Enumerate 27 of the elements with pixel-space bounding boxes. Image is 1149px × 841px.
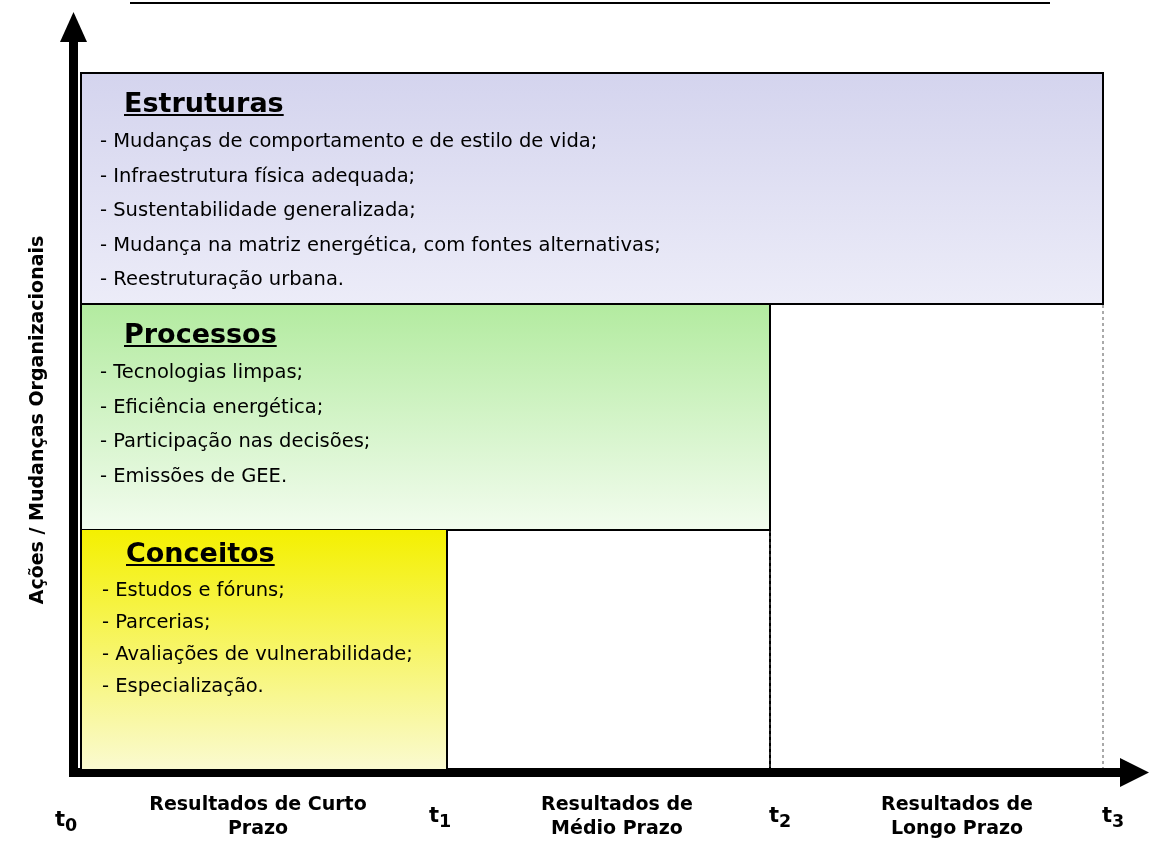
tick-label: t$_{2}$ (768, 802, 792, 834)
bullet-item: - Mudanças de comportamento e de estilo de vida; (100, 128, 599, 154)
category-panel (80, 72, 1104, 305)
bullet-item: - Participação nas decisões; (100, 428, 372, 454)
bullet-item: - Parcerias; (102, 609, 212, 635)
axis-category-label: Resultados de Longo Prazo (880, 791, 1034, 839)
bullet-item: - Emissões de GEE. (100, 462, 289, 489)
panel-heading: Processos (124, 317, 277, 351)
tick-label: t$_{1}$ (428, 802, 452, 834)
axis-category-label: Resultados de Curto Prazo (148, 791, 368, 839)
bullet-item: - Infraestrutura física adequada; (100, 162, 417, 189)
bullet-item: - Tecnologias limpas; (100, 359, 305, 385)
panel-heading: Conceitos (126, 536, 275, 570)
bullet-item: - Mudança na matriz energética, com fontes alternativas; (100, 231, 662, 258)
axis-category-label: Resultados de Médio Prazo (540, 791, 694, 839)
bullet-item: - Reestruturação urbana. (100, 266, 346, 292)
axis-title: Ações / Mudanças Organizacionais (24, 235, 48, 605)
bullet-item: - Estudos e fóruns; (102, 577, 286, 603)
bullet-item: - Sustentabilidade generalizada; (100, 197, 417, 223)
category-panel (80, 530, 448, 771)
bullet-item: - Eficiência energética; (100, 393, 325, 420)
tick-label: t$_{0}$ (54, 806, 78, 838)
panel-heading: Estruturas (124, 86, 284, 120)
category-panel (80, 305, 771, 531)
bullet-item: - Avaliações de vulnerabilidade; (102, 641, 414, 667)
tick-label: t$_{3}$ (1101, 802, 1125, 834)
bullet-item: - Especialização. (102, 673, 265, 699)
